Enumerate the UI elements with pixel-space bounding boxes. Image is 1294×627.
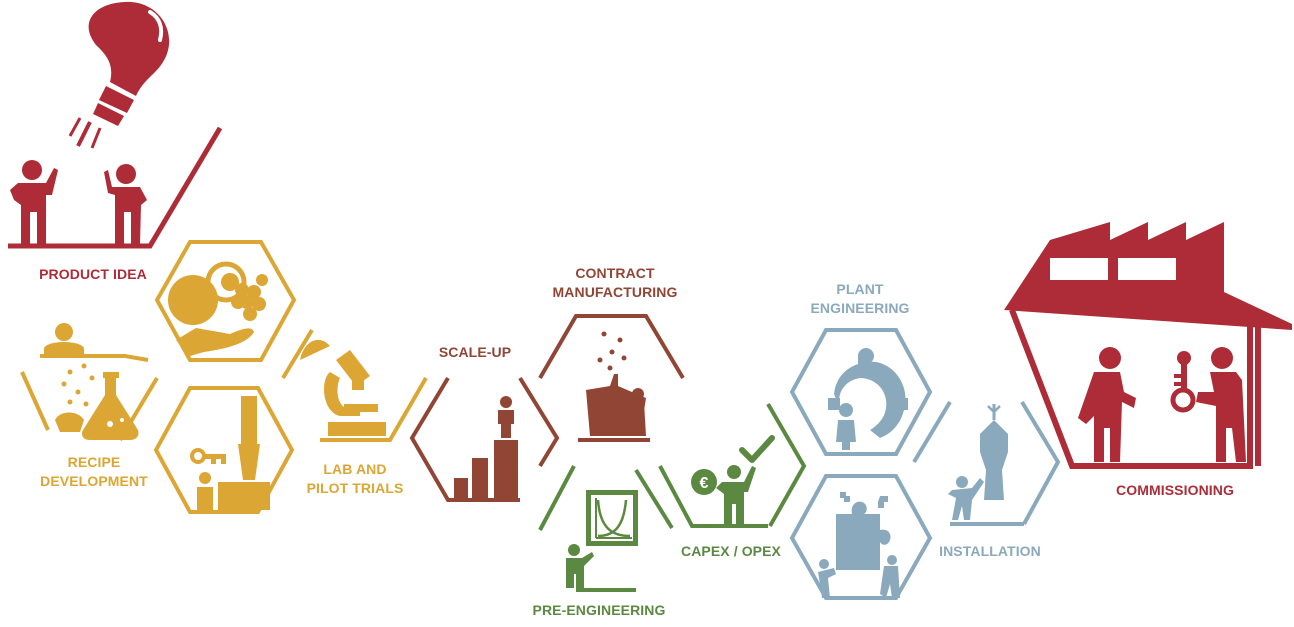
puzzle-icon [818,492,900,598]
key-hexagon-frame [153,386,295,514]
people-icon [10,160,147,244]
recipe-label-line2: DEVELOPMENT [40,473,148,489]
capex-opex-label: CAPEX / OPEX [680,543,781,559]
product-idea-frame [8,126,223,249]
pre-engineering-frame [538,465,576,531]
label-lab-pilot-trials: LAB AND PILOT TRIALS [300,460,410,498]
cells-icon [168,261,268,325]
crane-hook-icon [980,404,1008,500]
recipe-label-line1: RECIPE [67,454,121,470]
factory-icon [1004,222,1292,469]
label-capex-opex: CAPEX / OPEX [676,542,786,561]
cells-hexagon-frame [154,240,297,362]
lab-label-line2: PILOT TRIALS [306,480,404,496]
gear-hexagon-frame [789,328,933,456]
euro-symbol: € [700,475,709,492]
big-bag-icon [586,374,646,436]
label-product-idea: PRODUCT IDEA [18,265,168,284]
plant-label-line2: ENGINEERING [810,300,910,316]
lightbulb-icon [68,1,170,149]
contract-manufacturing-group [538,314,685,442]
label-scale-up: SCALE-UP [430,343,520,362]
lab-frame [281,328,314,380]
label-pre-engineering: PRE-ENGINEERING [524,601,674,620]
handover-people-icon [1078,347,1246,462]
contract-frame [538,314,685,380]
capex-frame [658,465,768,528]
capex-opex-group: € [658,402,807,528]
recipe-frame [40,354,149,362]
key-icon [1170,351,1196,413]
recipe-lab-group [20,240,428,514]
product-idea-group [8,1,223,249]
checkmark-icon [739,435,775,463]
pre-engineering-label: PRE-ENGINEERING [532,602,666,618]
contract-label-line1: CONTRACT [575,265,655,281]
plant-engineering-group [789,328,933,600]
hand-icon [176,328,254,356]
scale-up-group [409,376,560,502]
contract-label-line2: MANUFACTURING [552,284,678,300]
label-commissioning: COMMISSIONING [1100,481,1250,500]
plant-label-line1: PLANT [836,281,884,297]
installation-label: INSTALLATION [939,543,1041,559]
installation-group [912,400,1061,526]
scale-up-frame [409,376,520,502]
machine-icon [218,396,270,510]
pre-engineering-group [538,465,674,592]
bar-chart-icon [454,396,518,498]
product-idea-label: PRODUCT IDEA [39,266,147,282]
investor-icon [716,465,756,524]
label-plant-engineering: PLANT ENGINEERING [790,280,930,318]
flask-icon [55,372,139,440]
label-installation: INSTALLATION [930,542,1050,561]
commissioning-group [1004,222,1292,469]
scientist-icon [44,323,84,356]
label-contract-manufacturing: CONTRACT MANUFACTURING [540,264,690,302]
worker-icon [948,476,984,520]
graph-board-icon [566,490,638,588]
scale-up-label: SCALE-UP [438,344,512,360]
euro-coin-icon: € [691,469,717,495]
commissioning-label: COMMISSIONING [1116,482,1234,498]
powder-dots [597,331,627,371]
label-recipe-development: RECIPE DEVELOPMENT [30,453,158,491]
gear-icon [828,348,908,450]
installation-frame [912,400,952,464]
lab-label-line1: LAB AND [323,461,387,477]
key-icon [190,448,226,510]
powder-dots [61,363,95,407]
microscope-icon [300,339,386,436]
